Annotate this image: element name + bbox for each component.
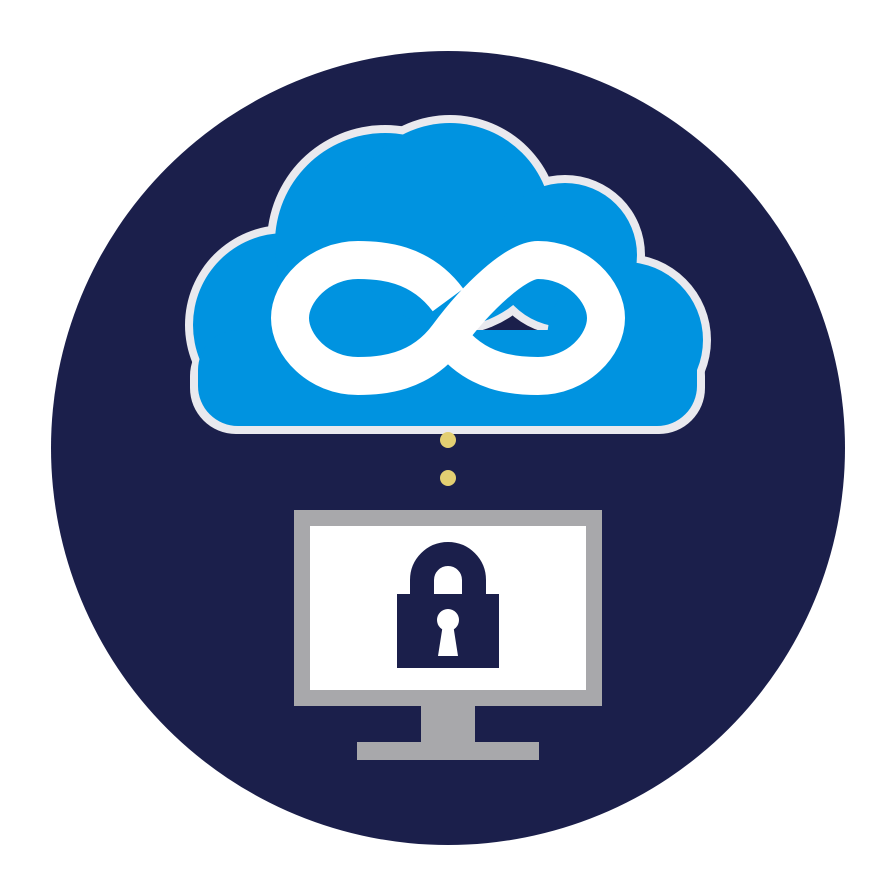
monitor-neck (421, 706, 475, 742)
dotted-connector-icon (440, 432, 456, 486)
padlock-shackle (410, 542, 486, 604)
keyhole (437, 609, 459, 631)
connector-dot (440, 432, 456, 448)
keyhole-slot (438, 624, 458, 656)
padlock-icon (397, 542, 499, 668)
connector-dot (440, 470, 456, 486)
infinity-icon (271, 241, 625, 395)
monitor-base (357, 742, 539, 760)
